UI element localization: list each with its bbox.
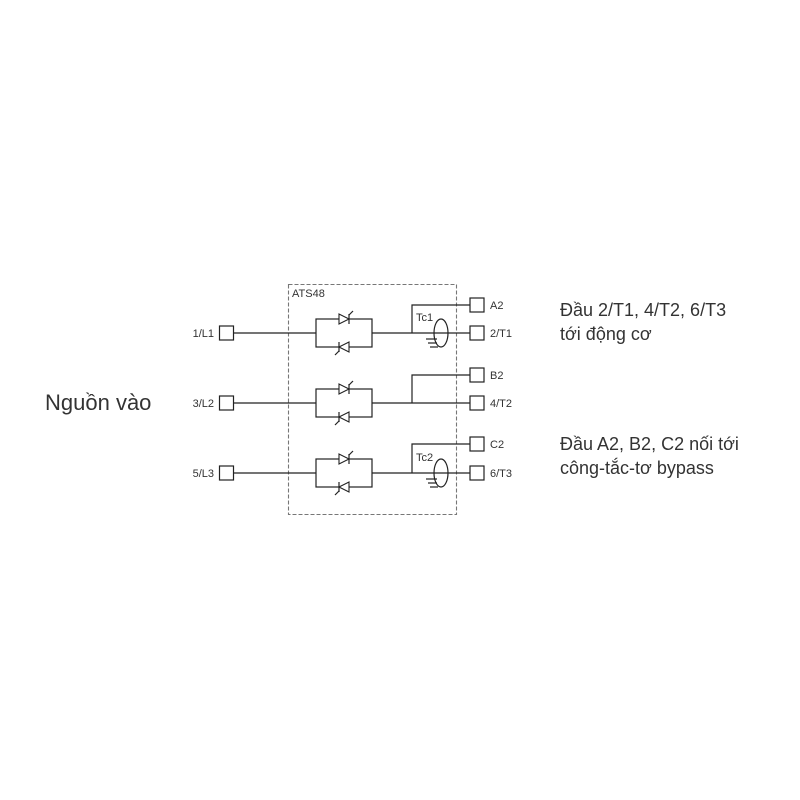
ats48-enclosure	[287, 283, 458, 516]
bypass-terminal-label: B2	[490, 370, 503, 382]
current-transformer-icon	[433, 318, 449, 348]
current-transformer-icon	[433, 458, 449, 488]
input-terminal-label: 1/L1	[193, 328, 214, 340]
output-terminal-label: 2/T1	[490, 328, 512, 340]
bypass-terminal	[469, 297, 485, 313]
input-terminal	[218, 325, 235, 341]
thyristor-forward-icon	[338, 380, 354, 395]
source-label: Nguồn vào	[45, 390, 151, 415]
bypass-terminal	[469, 436, 485, 452]
thyristor-forward-icon	[338, 310, 354, 325]
ct-lead-icon	[426, 338, 438, 348]
output-terminal-label: 6/T3	[490, 468, 512, 480]
device-label: ATS48	[292, 288, 325, 300]
output-terminal	[469, 325, 485, 341]
output-note-line-2: tới động cơ	[560, 324, 652, 344]
input-terminal-label: 5/L3	[193, 468, 214, 480]
output-terminal	[469, 465, 485, 481]
thyristor-reverse-icon	[334, 341, 350, 356]
output-terminal-label: 4/T2	[490, 398, 512, 410]
bypass-note-line-2: công-tắc-tơ bypass	[560, 457, 714, 478]
bypass-wire	[411, 304, 470, 333]
bypass-terminal-label: A2	[490, 300, 503, 312]
thyristor-reverse-icon	[334, 411, 350, 426]
input-terminal	[218, 465, 235, 481]
phase-3: 5/L3 C2 6/T3 Tc2	[193, 436, 512, 496]
bypass-wire	[411, 374, 470, 403]
bypass-terminal	[469, 367, 485, 383]
input-terminal-label: 3/L2	[193, 398, 214, 410]
current-transformer-label: Tc2	[416, 452, 433, 464]
thyristor-reverse-icon	[334, 481, 350, 496]
bypass-wire	[411, 443, 470, 473]
phase-2: 3/L2 B2 4/T2	[193, 367, 512, 426]
bypass-terminal-label: C2	[490, 439, 504, 451]
input-terminal	[218, 395, 235, 411]
current-transformer-label: Tc1	[416, 312, 433, 324]
output-terminal	[469, 395, 485, 411]
output-note-line-1: Đầu 2/T1, 4/T2, 6/T3	[560, 300, 726, 320]
bypass-note-line-1: Đầu A2, B2, C2 nối tới	[560, 434, 739, 454]
phase-1: 1/L1 A2 2/T1 Tc1	[193, 297, 512, 356]
ct-lead-icon	[426, 478, 438, 488]
thyristor-forward-icon	[338, 450, 354, 465]
